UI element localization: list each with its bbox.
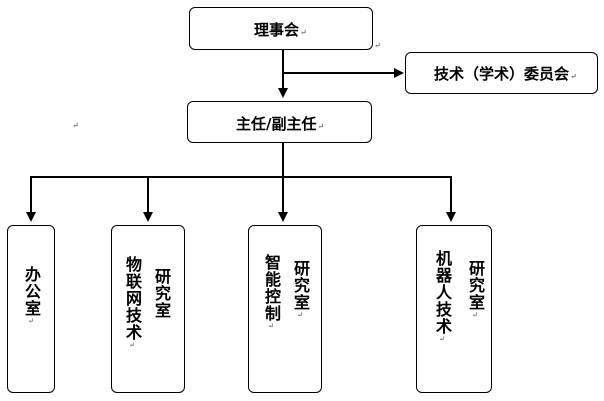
control-lab-box: 研究室↵ 智能控制↵ bbox=[248, 225, 322, 393]
robot-lab-label-col2: 研究室↵ bbox=[466, 260, 485, 319]
return-mark: ↵ bbox=[296, 311, 304, 319]
director-label: 主任/副主任↵ bbox=[236, 115, 325, 133]
iot-lab-box: 研究室 物联网技术↵ bbox=[111, 225, 185, 393]
return-mark: ↵ bbox=[267, 322, 275, 330]
robot-lab-label-col1: 机器人技术↵ bbox=[433, 250, 452, 343]
committee-box: 技术（学术）委员会↵ bbox=[405, 52, 598, 94]
committee-label: 技术（学术）委员会↵ bbox=[434, 65, 577, 83]
return-mark: ↵ bbox=[438, 335, 446, 343]
return-mark: ↵ bbox=[300, 28, 307, 37]
iot-lab-label-col2: 研究室 bbox=[152, 268, 171, 319]
robot-lab-box: 研究室↵ 机器人技术↵ bbox=[416, 225, 492, 393]
office-box: 办公室↵ bbox=[7, 225, 55, 393]
return-mark: ↵ bbox=[72, 121, 79, 130]
board-box: 理事会↵ bbox=[189, 7, 373, 50]
director-box: 主任/副主任↵ bbox=[187, 101, 372, 143]
control-lab-label-col2: 研究室↵ bbox=[291, 260, 310, 319]
return-mark: ↵ bbox=[374, 41, 381, 50]
return-mark: ↵ bbox=[570, 72, 577, 81]
iot-lab-label-col1: 物联网技术↵ bbox=[123, 256, 142, 349]
office-label: 办公室↵ bbox=[22, 266, 41, 325]
return-mark: ↵ bbox=[27, 317, 35, 325]
board-label: 理事会↵ bbox=[254, 21, 307, 39]
control-lab-label-col1: 智能控制↵ bbox=[262, 254, 281, 330]
return-mark: ↵ bbox=[128, 341, 136, 349]
return-mark: ↵ bbox=[471, 311, 479, 319]
return-mark: ↵ bbox=[317, 122, 325, 131]
